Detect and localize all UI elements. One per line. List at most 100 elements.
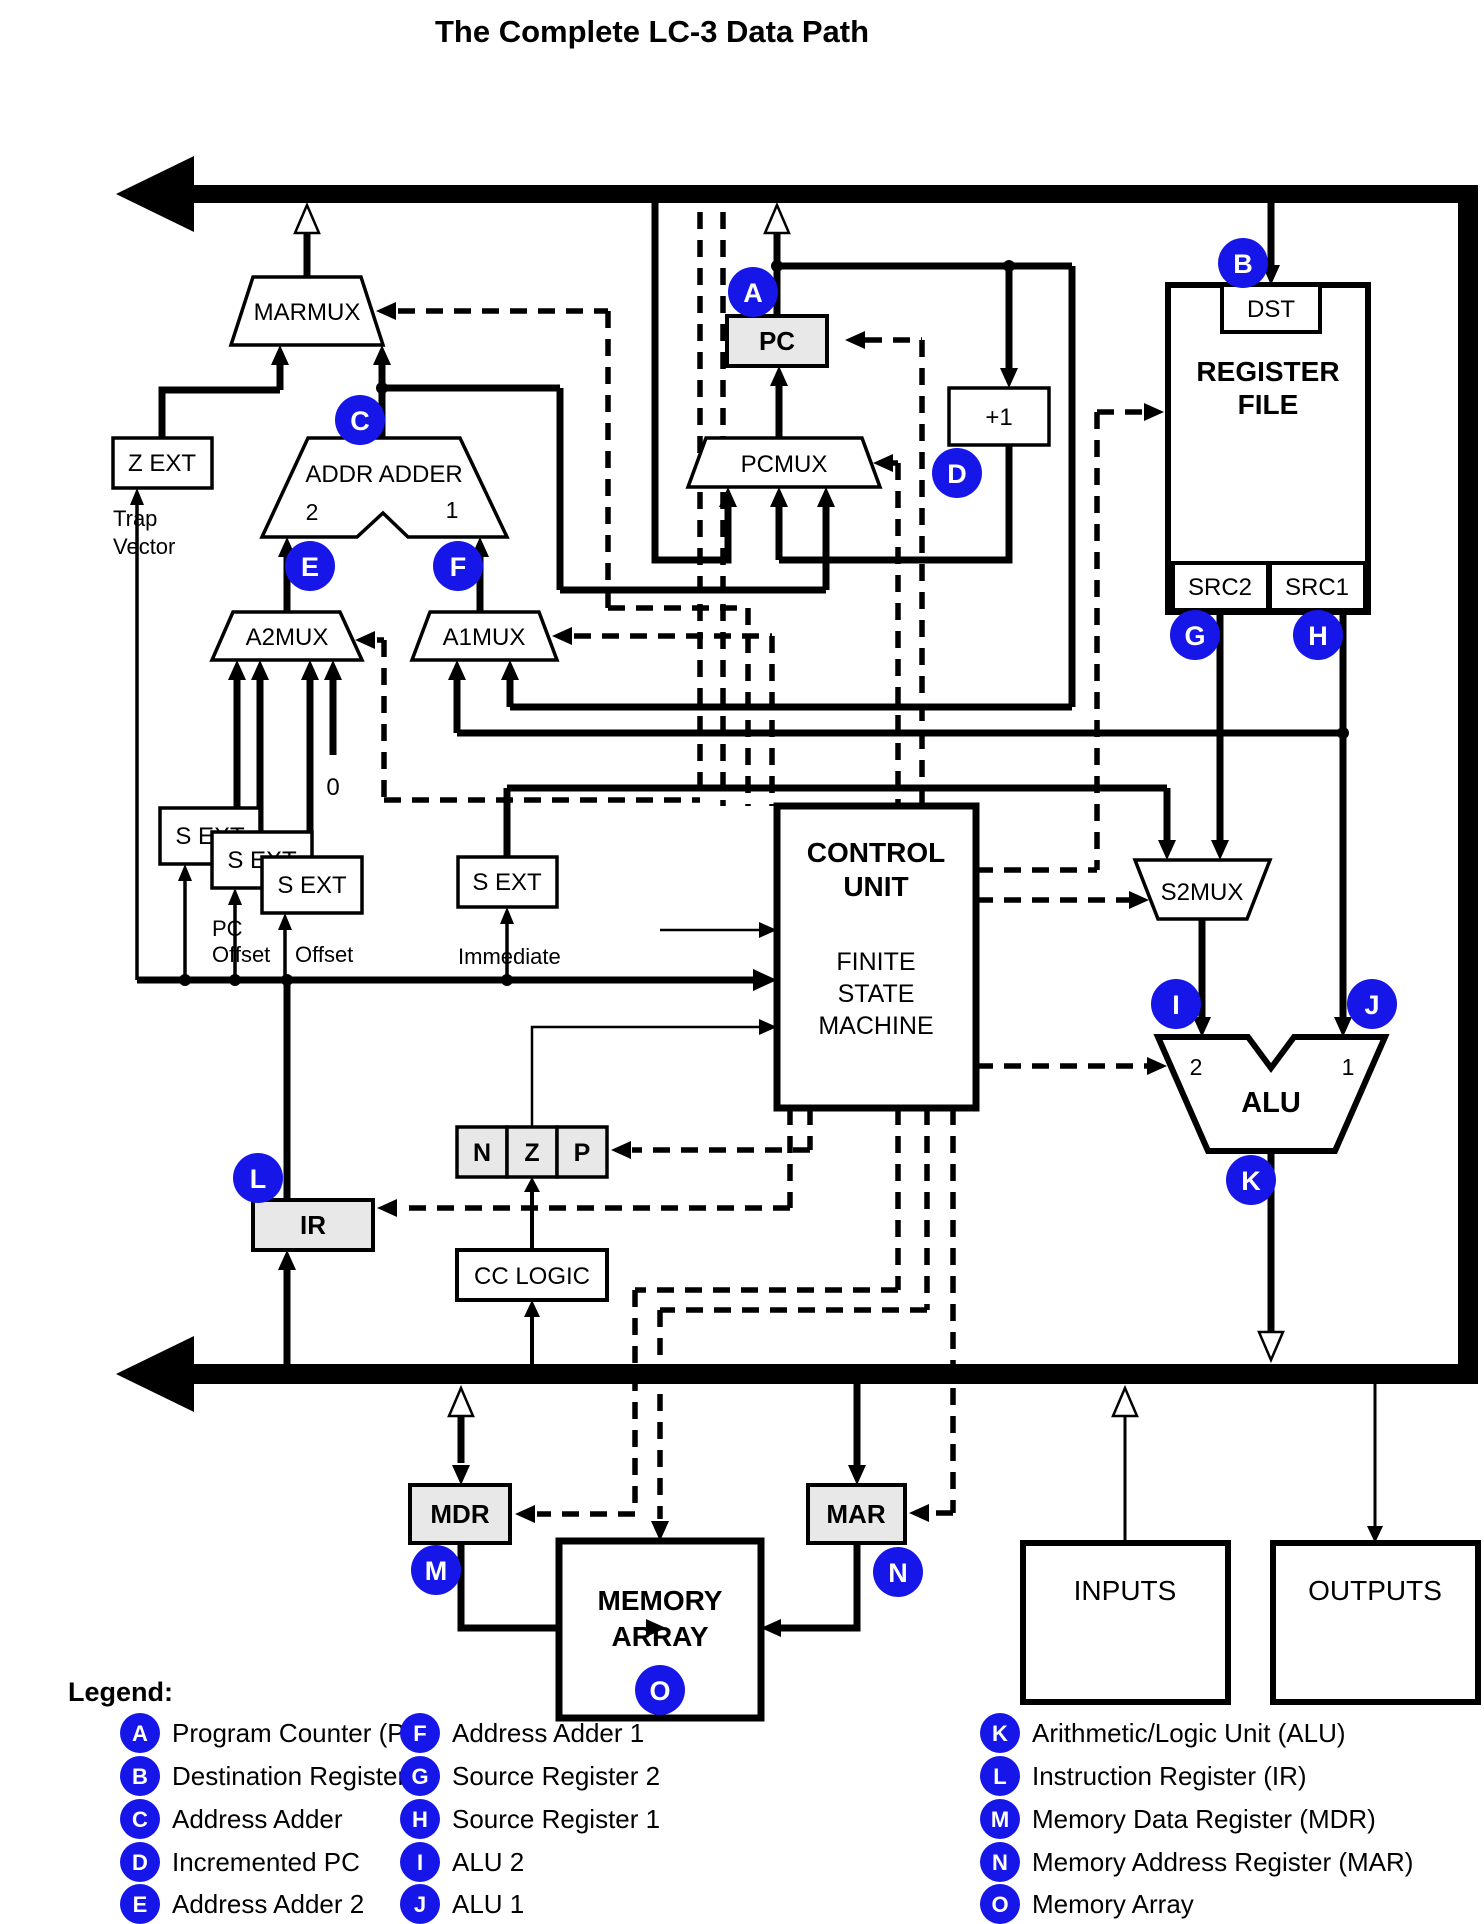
badge-c-letter: C xyxy=(350,406,370,436)
sext-box-3-label: S EXT xyxy=(277,872,347,899)
legend-label-m: Memory Data Register (MDR) xyxy=(1032,1804,1376,1834)
cc-logic-box xyxy=(455,1248,609,1302)
legend-badge-h-letter: H xyxy=(412,1807,428,1832)
alu-shape xyxy=(1153,1034,1390,1154)
arrow-up-marmux-in-right xyxy=(373,345,391,365)
inputs-box xyxy=(1020,1540,1231,1705)
wire-bus-to-pcmux xyxy=(651,203,732,564)
alu-in2-label: 2 xyxy=(1190,1054,1203,1080)
a1mux-shape xyxy=(409,610,560,662)
arrow-down-s2mux-imm xyxy=(1158,840,1176,860)
outputs-box xyxy=(1270,1540,1481,1705)
legend-row-d: D Incremented PC xyxy=(120,1842,360,1882)
plus1-label: +1 xyxy=(985,404,1012,431)
badge-e: E xyxy=(285,541,335,591)
dst-label: DST xyxy=(1247,296,1295,323)
arrow-left-ir-ctl xyxy=(377,1199,397,1217)
arrow-up-ir-in xyxy=(278,1250,296,1270)
badge-g-letter: G xyxy=(1184,621,1205,651)
callout-badges: A B C D E F G H xyxy=(233,238,1397,1715)
legend-badge-h xyxy=(400,1799,440,1839)
legend-badge-b-letter: B xyxy=(132,1764,148,1789)
bus-arrow-bottom-left xyxy=(116,1336,194,1412)
legend-heading: Legend: xyxy=(68,1677,173,1707)
badge-j-circle xyxy=(1347,979,1397,1029)
legend-badge-f-letter: F xyxy=(413,1721,426,1746)
legend-badge-b xyxy=(120,1756,160,1796)
sext-box-immediate-label: S EXT xyxy=(472,869,542,896)
arrow-down-alu-in2 xyxy=(1193,1017,1211,1037)
trap-vector-label-1: Trap xyxy=(113,506,157,531)
legend-row-c: C Address Adder xyxy=(120,1799,343,1839)
arrow-up-sext2-in xyxy=(228,888,242,905)
arrow-left-mar-mem xyxy=(761,1619,781,1637)
badge-h-letter: H xyxy=(1308,621,1328,651)
badge-f-letter: F xyxy=(450,552,467,582)
arrow-up-a2mux-1 xyxy=(228,660,246,680)
hollow-arrow-mdr xyxy=(447,1384,475,1418)
wire-zext-to-marmux xyxy=(158,365,284,438)
legend-label-b: Destination Register xyxy=(172,1761,406,1791)
legend-badge-d xyxy=(120,1842,160,1882)
legend-row-g: G Source Register 2 xyxy=(400,1756,660,1796)
wire-inputs-outputs xyxy=(1123,1384,1377,1543)
badge-d: D xyxy=(932,448,982,498)
cc-logic-label: CC LOGIC xyxy=(474,1263,590,1290)
src1-label: SRC1 xyxy=(1285,574,1349,601)
arrow-up-marmux-in-left xyxy=(271,345,289,365)
diagram-labels: The Complete LC-3 Data Path MARMUX PC +1… xyxy=(113,14,1442,1652)
legend: Legend: A Program Counter (PC) B Destina… xyxy=(68,1677,1413,1924)
page-title: The Complete LC-3 Data Path xyxy=(435,14,869,49)
arrow-up-pcmux-in2 xyxy=(770,487,788,507)
wire-ir-net xyxy=(137,976,755,1200)
legend-badge-l-letter: L xyxy=(993,1764,1006,1789)
junction-dots xyxy=(179,260,1349,986)
arrow-up-a2mux-2 xyxy=(251,660,269,680)
a2mux-label: A2MUX xyxy=(246,624,329,651)
mar-label: MAR xyxy=(826,1499,885,1529)
arrow-down-s2mux-src2 xyxy=(1211,840,1229,860)
badge-j-letter: J xyxy=(1364,990,1379,1020)
arrow-up-a1mux-left xyxy=(448,660,466,680)
register-file-label-1: REGISTER xyxy=(1196,356,1339,387)
arrow-up-sext1-in xyxy=(178,864,192,881)
addr-adder-label: ADDR ADDER xyxy=(305,461,462,488)
badge-n-letter: N xyxy=(888,1558,908,1588)
fsm-label-2: STATE xyxy=(838,980,915,1008)
legend-badge-n xyxy=(980,1842,1020,1882)
arrow-up-a2mux-0 xyxy=(324,660,342,680)
badge-a-circle xyxy=(728,267,778,317)
legend-badge-o-letter: O xyxy=(991,1892,1008,1917)
memory-label-1: MEMORY xyxy=(598,1585,723,1616)
legend-label-g: Source Register 2 xyxy=(452,1761,660,1791)
legend-row-b: B Destination Register xyxy=(120,1756,406,1796)
arrow-up-pc-in xyxy=(770,366,788,386)
badge-b-circle xyxy=(1218,238,1268,288)
arrow-up-sextimm-in xyxy=(500,907,514,924)
legend-badge-c xyxy=(120,1799,160,1839)
legend-badge-m-letter: M xyxy=(991,1807,1009,1832)
src2-label: SRC2 xyxy=(1188,574,1252,601)
arrow-left-nzp-ctl xyxy=(611,1141,631,1159)
addr-adder-shape xyxy=(259,436,510,539)
plus1-box xyxy=(947,386,1051,447)
arrow-right-cu-nzp xyxy=(759,1019,777,1035)
legend-badge-k xyxy=(980,1713,1020,1753)
arrow-up-zext-in xyxy=(130,488,144,505)
badge-m: M xyxy=(411,1545,461,1595)
legend-row-m: M Memory Data Register (MDR) xyxy=(980,1799,1376,1839)
arrow-up-a1mux-right xyxy=(501,660,519,680)
pc-offset-label-2: Offset xyxy=(212,942,270,967)
zext-label: Z EXT xyxy=(128,450,196,477)
ir-register xyxy=(251,1198,375,1252)
hollow-arrow-marmux xyxy=(293,201,321,235)
badge-j: J xyxy=(1347,979,1397,1029)
arrow-down-alu-in1 xyxy=(1334,1017,1352,1037)
arrow-right-s2mux-ctl xyxy=(1129,891,1149,909)
nzp-p-cell xyxy=(555,1125,609,1179)
nzp-n-label: N xyxy=(473,1139,491,1167)
legend-badge-i xyxy=(400,1842,440,1882)
badge-n: N xyxy=(873,1547,923,1597)
legend-badge-f xyxy=(400,1713,440,1753)
legend-row-n: N Memory Address Register (MAR) xyxy=(980,1842,1413,1882)
